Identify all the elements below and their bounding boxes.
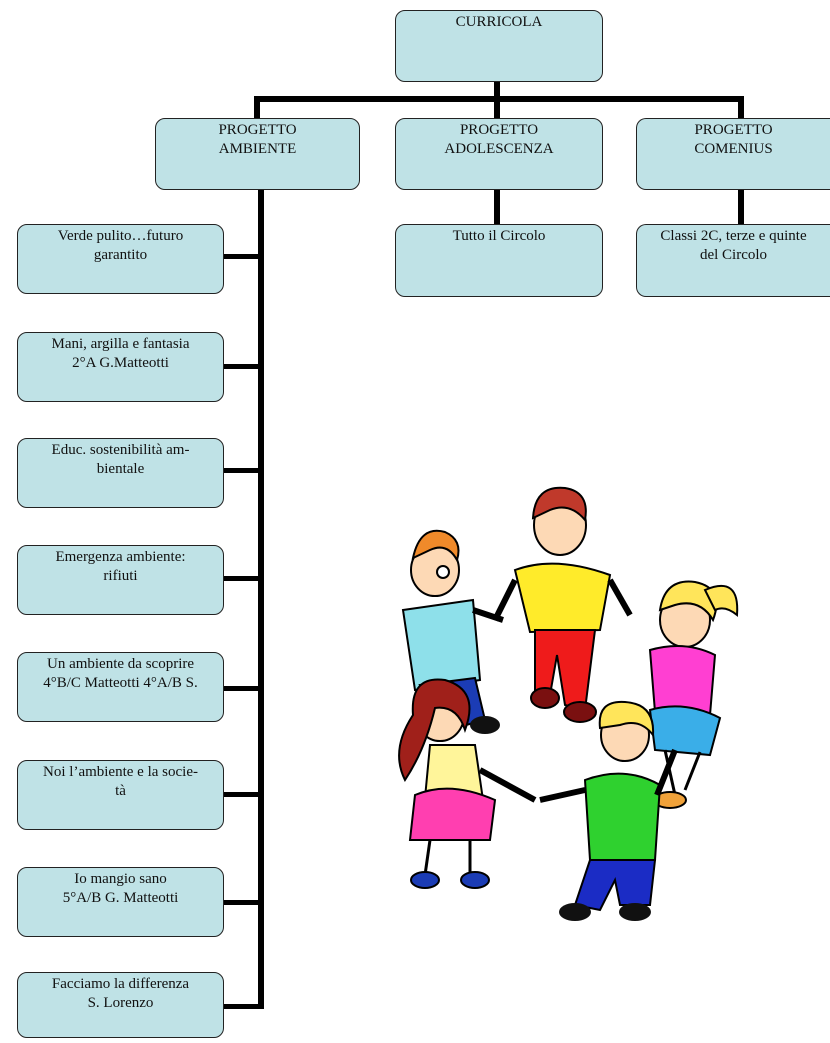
- connector-stub-5: [224, 686, 264, 691]
- node-label: ADOLESCENZA: [444, 141, 554, 157]
- node-label: Emergenza ambiente:: [55, 549, 186, 565]
- node-label: del Circolo: [699, 247, 768, 263]
- connector-stub-7: [224, 900, 264, 905]
- comenius-child-node: Classi 2C, terze e quinte del Circolo: [636, 224, 830, 297]
- ambiente-item: Un ambiente da scoprire 4°B/C Matteotti …: [17, 652, 224, 722]
- ambiente-item: Mani, argilla e fantasia 2°A G.Matteotti: [17, 332, 224, 402]
- ambiente-item: Emergenza ambiente: rifiuti: [17, 545, 224, 615]
- connector-drop-comenius: [738, 96, 744, 120]
- node-label: Classi 2C, terze e quinte: [660, 228, 807, 244]
- connector-ambiente-spine-lower: [258, 760, 264, 1009]
- node-label: Facciamo la differenza: [51, 976, 190, 992]
- connector-stub-1: [224, 254, 264, 259]
- node-label: CURRICOLA: [455, 14, 543, 30]
- node-label: garantito: [93, 247, 148, 263]
- project-node-comenius: PROGETTO COMENIUS: [636, 118, 830, 190]
- node-label: 4°B/C Matteotti 4°A/B S.: [43, 675, 198, 691]
- ambiente-item: Verde pulito…futuro garantito: [17, 224, 224, 294]
- node-label: Verde pulito…futuro: [57, 228, 184, 244]
- adolescenza-child-node: Tutto il Circolo: [395, 224, 603, 297]
- child-figure: [492, 486, 633, 723]
- node-label: PROGETTO: [694, 122, 773, 138]
- node-label: S. Lorenzo: [87, 995, 154, 1011]
- node-label: Educ. sostenibilità am-: [51, 442, 190, 458]
- node-label: rifiuti: [103, 568, 138, 584]
- node-label: Tutto il Circolo: [452, 228, 546, 244]
- node-label: PROGETTO: [218, 122, 297, 138]
- connector-root-down: [494, 80, 500, 100]
- project-node-ambiente: PROGETTO AMBIENTE: [155, 118, 360, 190]
- connector-stub-2: [224, 364, 264, 369]
- child-figure: [648, 580, 739, 809]
- node-label: PROGETTO: [459, 122, 539, 138]
- connector-comenius-child: [738, 188, 744, 226]
- ambiente-item: Educ. sostenibilità am- bientale: [17, 438, 224, 508]
- node-label: Un ambiente da scoprire: [46, 656, 195, 672]
- node-label: Mani, argilla e fantasia: [51, 336, 190, 352]
- connector-adolescenza-child: [494, 188, 500, 226]
- connector-drop-adolescenza: [494, 96, 500, 120]
- connector-ambiente-spine: [258, 188, 264, 764]
- child-figure: [398, 678, 537, 889]
- node-label: bientale: [96, 461, 145, 477]
- node-label: COMENIUS: [694, 141, 773, 157]
- node-label: tà: [115, 783, 126, 799]
- node-label: 5°A/B G. Matteotti: [62, 890, 179, 906]
- connector-drop-ambiente: [254, 96, 260, 120]
- connector-stub-3: [224, 468, 264, 473]
- root-node-curricola: CURRICOLA: [395, 10, 603, 82]
- connector-stub-6: [224, 792, 264, 797]
- child-figure: [539, 700, 678, 921]
- ambiente-item: Io mangio sano 5°A/B G. Matteotti: [17, 867, 224, 937]
- connector-stub-8: [224, 1004, 264, 1009]
- node-label: 2°A G.Matteotti: [72, 355, 169, 371]
- connector-stub-4: [224, 576, 264, 581]
- ambiente-item: Noi l’ambiente e la socie- tà: [17, 760, 224, 830]
- node-label: Noi l’ambiente e la socie-: [43, 764, 198, 780]
- node-label: Io mangio sano: [74, 871, 167, 887]
- children-circle-illustration: [398, 486, 739, 921]
- ambiente-item: Facciamo la differenza S. Lorenzo: [17, 972, 224, 1038]
- node-label: AMBIENTE: [218, 141, 297, 157]
- project-node-adolescenza: PROGETTO ADOLESCENZA: [395, 118, 603, 190]
